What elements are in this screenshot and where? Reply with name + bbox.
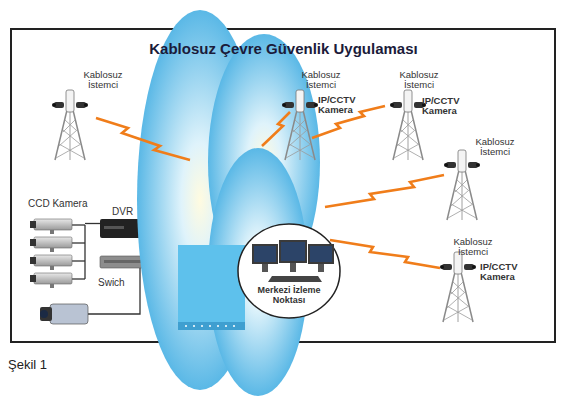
- node-label: IP/CCTV Kamera: [480, 262, 524, 283]
- title: Kablosuz Çevre Güvenlik Uygulaması: [0, 40, 567, 57]
- device-node: CCD Kamera: [25, 199, 85, 291]
- node-label: DVR: [112, 207, 148, 218]
- device-node: Swich: [96, 254, 154, 294]
- device-node: Kablosuz İstemciIP/CCTV Kamera: [440, 235, 522, 325]
- node-label: Kablosuz İstemci: [396, 70, 442, 91]
- node-label: CCD Kamera: [28, 199, 98, 210]
- device-node: DVR: [100, 207, 150, 240]
- node-label: IP/CCTV Kamera: [318, 95, 362, 116]
- node-label: Kablosuz İstemci: [450, 237, 496, 258]
- box-camera: [40, 304, 88, 324]
- caption: Şekil 1: [8, 357, 47, 372]
- device-node: Kablosuz İstemci: [55, 68, 130, 158]
- node-label: IP/CCTV Kamera: [422, 96, 466, 117]
- cable-connector: [85, 223, 100, 224]
- wireless-towers: [52, 90, 480, 322]
- node-label: Kablosuz İstemci: [80, 70, 126, 91]
- node-label: Merkezi İzleme Noktası: [254, 286, 324, 305]
- monitor-screens: [252, 240, 334, 282]
- node-label: Swich: [98, 278, 148, 289]
- node-label: Kablosuz İstemci: [472, 137, 518, 158]
- device-node: Kablosuz İstemciIP/CCTV Kamera: [392, 68, 464, 160]
- device-node: Kablosuz İstemciIP/CCTV Kamera: [290, 68, 360, 143]
- device-node: Kablosuz İstemci: [445, 135, 517, 220]
- node-label: Kablosuz İstemci: [298, 70, 344, 91]
- monitoring-circle: Merkezi İzleme Noktası: [237, 223, 341, 319]
- access-point: [178, 245, 245, 330]
- circle-shape: [238, 224, 340, 318]
- wireless-clouds: [137, 10, 320, 396]
- ccd-cameras: [30, 219, 72, 288]
